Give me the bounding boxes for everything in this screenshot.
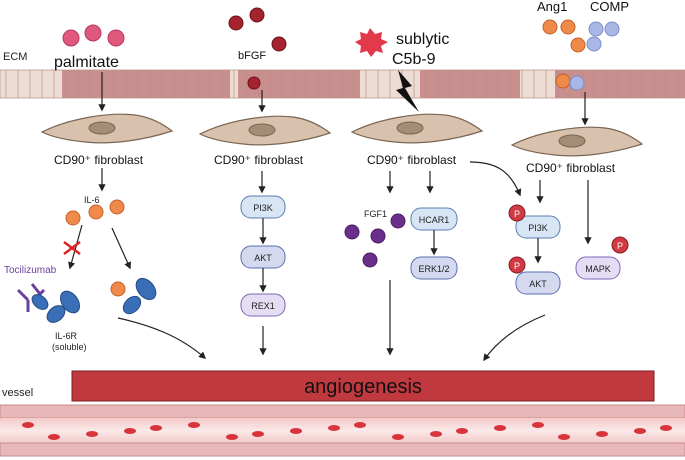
fibroblast-cell bbox=[510, 126, 644, 157]
node-akt-2 bbox=[515, 271, 561, 295]
il6-molecules bbox=[65, 199, 125, 226]
fgf1-molecules bbox=[344, 213, 406, 268]
phospho-label-2: P bbox=[514, 261, 520, 271]
phospho-badge bbox=[508, 256, 526, 274]
sublytic-label: sublytic bbox=[396, 31, 449, 48]
node-rex1-label: REX1 bbox=[251, 301, 275, 311]
phospho-badge bbox=[611, 236, 629, 254]
il6-label: IL-6 bbox=[84, 195, 100, 205]
ang1-comp-molecules bbox=[542, 19, 620, 91]
ecm-label: ECM bbox=[3, 51, 27, 63]
ang1-label: Ang1 bbox=[537, 0, 567, 14]
phospho-label-1: P bbox=[514, 209, 520, 219]
bfgf-label: bFGF bbox=[238, 50, 266, 62]
tocilizumab-label: Tocilizumab bbox=[4, 265, 57, 276]
comp-label: COMP bbox=[590, 0, 629, 14]
arrow-p1-angiogenesis bbox=[117, 317, 207, 359]
fibroblast-label-4: CD90⁺ fibroblast bbox=[526, 161, 616, 175]
lightning-icon bbox=[396, 70, 419, 112]
node-pi3k-label: PI3K bbox=[253, 203, 273, 213]
fibroblast-label-2: CD90⁺ fibroblast bbox=[214, 153, 304, 167]
vessel-wall bbox=[0, 404, 685, 457]
node-erk bbox=[410, 256, 458, 280]
angiogenesis-label: angiogenesis bbox=[304, 376, 422, 398]
node-rex1 bbox=[240, 293, 286, 317]
il6r-receptor-icon bbox=[31, 290, 81, 323]
fibroblast-cell bbox=[350, 113, 484, 144]
il6r-label: IL-6R bbox=[55, 331, 78, 341]
node-akt-2-label: AKT bbox=[529, 279, 547, 289]
node-erk-label: ERK1/2 bbox=[418, 264, 449, 274]
palmitate-molecules bbox=[62, 24, 125, 47]
fibroblast-label-3: CD90⁺ fibroblast bbox=[367, 153, 457, 167]
phospho-badge bbox=[508, 204, 526, 222]
vessel-label: vessel bbox=[2, 387, 33, 399]
complement-star-icon bbox=[355, 28, 388, 57]
angiogenesis-banner bbox=[71, 370, 655, 402]
fibroblast-cell bbox=[198, 115, 332, 146]
palmitate-label: palmitate bbox=[54, 54, 119, 71]
fibroblast-cell bbox=[40, 113, 174, 144]
node-pi3k-2-label: PI3K bbox=[528, 223, 548, 233]
node-akt-label: AKT bbox=[254, 253, 272, 263]
node-mapk bbox=[575, 256, 621, 280]
block-x-icon bbox=[63, 241, 81, 255]
fibroblast-label-1: CD90⁺ fibroblast bbox=[54, 153, 144, 167]
node-hcar1-label: HCAR1 bbox=[419, 215, 450, 225]
arrow-sublytic-pi3k bbox=[469, 161, 522, 197]
il6r-soluble-label: (soluble) bbox=[52, 342, 87, 352]
bfgf-molecules bbox=[228, 7, 287, 90]
arrow-p4-angiogenesis bbox=[483, 314, 546, 362]
fgf1-label: FGF1 bbox=[364, 209, 387, 219]
arrow-il6-free bbox=[111, 227, 131, 270]
phospho-label-3: P bbox=[617, 241, 623, 251]
il6-il6r-complex-icon bbox=[110, 277, 157, 315]
c5b9-label: C5b-9 bbox=[392, 51, 436, 68]
node-mapk-label: MAPK bbox=[585, 264, 611, 274]
